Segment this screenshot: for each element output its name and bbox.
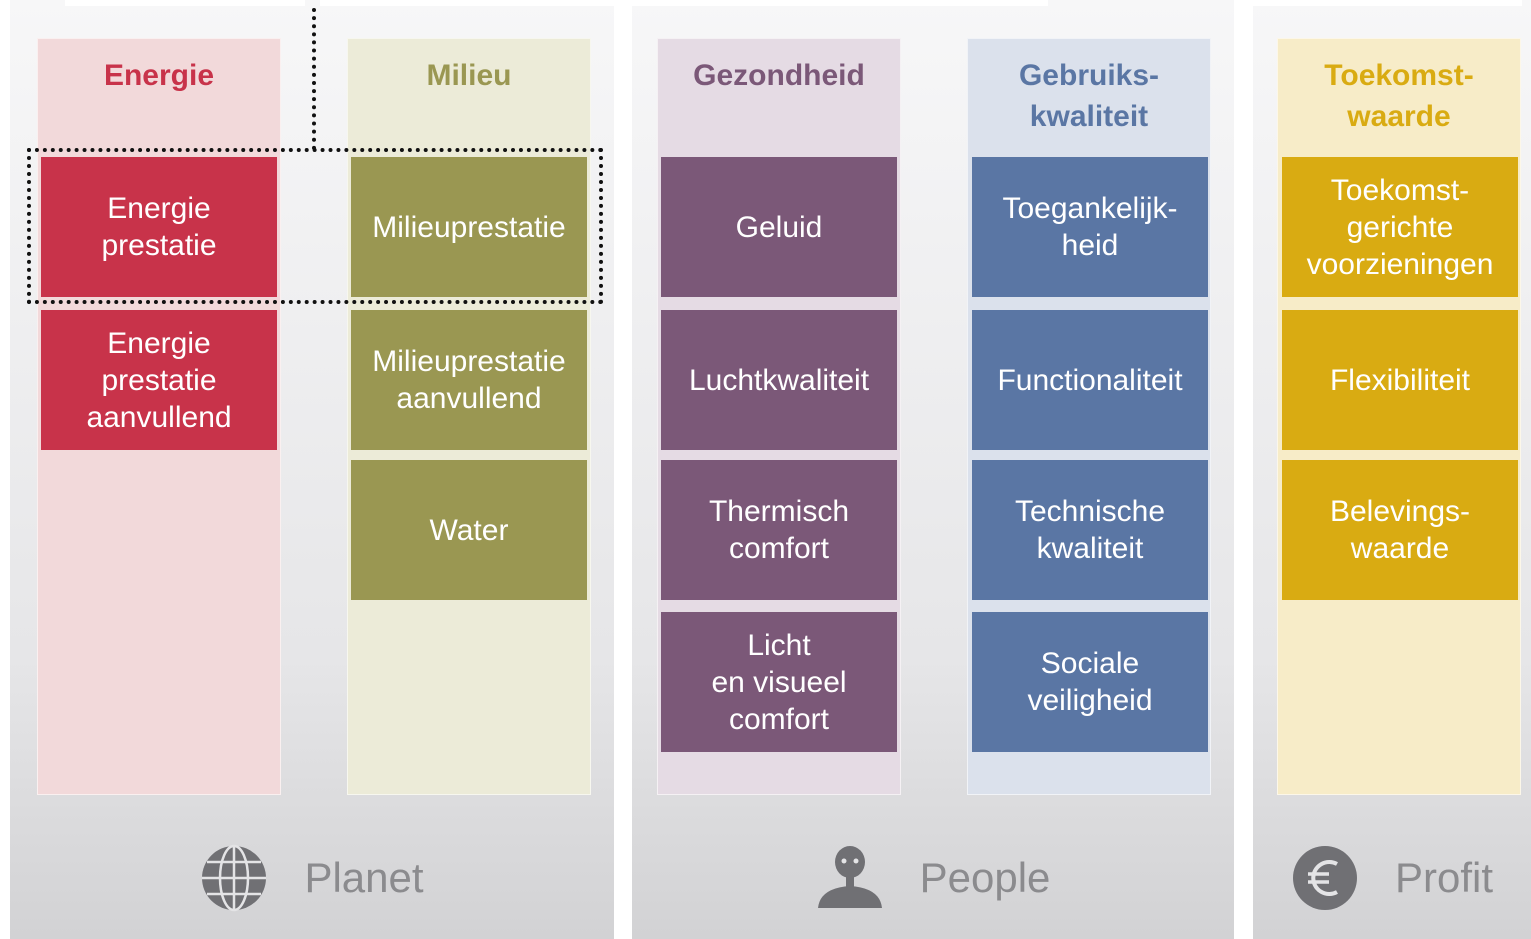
- column-title-gezondheid: Gezondheid: [693, 59, 865, 92]
- footer-label-planet: Planet: [304, 853, 424, 901]
- column-title-milieu: Milieu: [426, 59, 512, 92]
- top-white-bar-left: [65, 0, 305, 6]
- tile-toekomstgerichte-voorzieningen: Toekomst- gerichte voorzieningen: [1282, 157, 1518, 297]
- footer-profit: Profit: [1253, 840, 1531, 915]
- column-title-gebruikskwaliteit: Gebruiks- kwaliteit: [1018, 59, 1160, 133]
- tile-thermisch-comfort: Thermisch comfort: [661, 460, 897, 600]
- tile-flexibiliteit: Flexibiliteit: [1282, 310, 1518, 450]
- top-white-bar-right: [1252, 0, 1522, 6]
- footer-label-profit: Profit: [1394, 853, 1494, 901]
- tile-energie-prestatie-aanvullend: Energie prestatie aanvullend: [41, 310, 277, 450]
- globe-icon: [202, 844, 267, 911]
- footer-planet: Planet: [10, 840, 614, 915]
- column-title-energie: Energie: [103, 59, 215, 92]
- tile-milieuprestatie-aanvullend: Milieuprestatie aanvullend: [351, 310, 587, 450]
- dotted-highlight-box: [27, 148, 603, 304]
- tile-geluid: Geluid: [661, 157, 897, 297]
- tile-milieuprestatie: Milieuprestatie: [351, 157, 587, 297]
- dotted-connector-line: [312, 8, 316, 150]
- column-title-toekomstwaarde: Toekomst- waarde: [1324, 59, 1474, 133]
- tile-licht-visueel-comfort: Licht en visueel comfort: [661, 612, 897, 752]
- tile-water: Water: [351, 460, 587, 600]
- person-icon: [817, 845, 882, 908]
- tile-technische-kwaliteit: Technische kwaliteit: [972, 460, 1208, 600]
- tile-energie-prestatie: Energie prestatie: [41, 157, 277, 297]
- top-white-bar-mid: [320, 0, 1048, 6]
- tile-toegankelijkheid: Toegankelijk- heid: [972, 157, 1208, 297]
- tile-sociale-veiligheid: Sociale veiligheid: [972, 612, 1208, 752]
- tile-luchtkwaliteit: Luchtkwaliteit: [661, 310, 897, 450]
- tile-belevingswaarde: Belevings- waarde: [1282, 460, 1518, 600]
- tile-functionaliteit: Functionaliteit: [972, 310, 1208, 450]
- euro-icon: [1292, 845, 1357, 910]
- footer-people: People: [632, 840, 1234, 915]
- footer-label-people: People: [919, 853, 1051, 901]
